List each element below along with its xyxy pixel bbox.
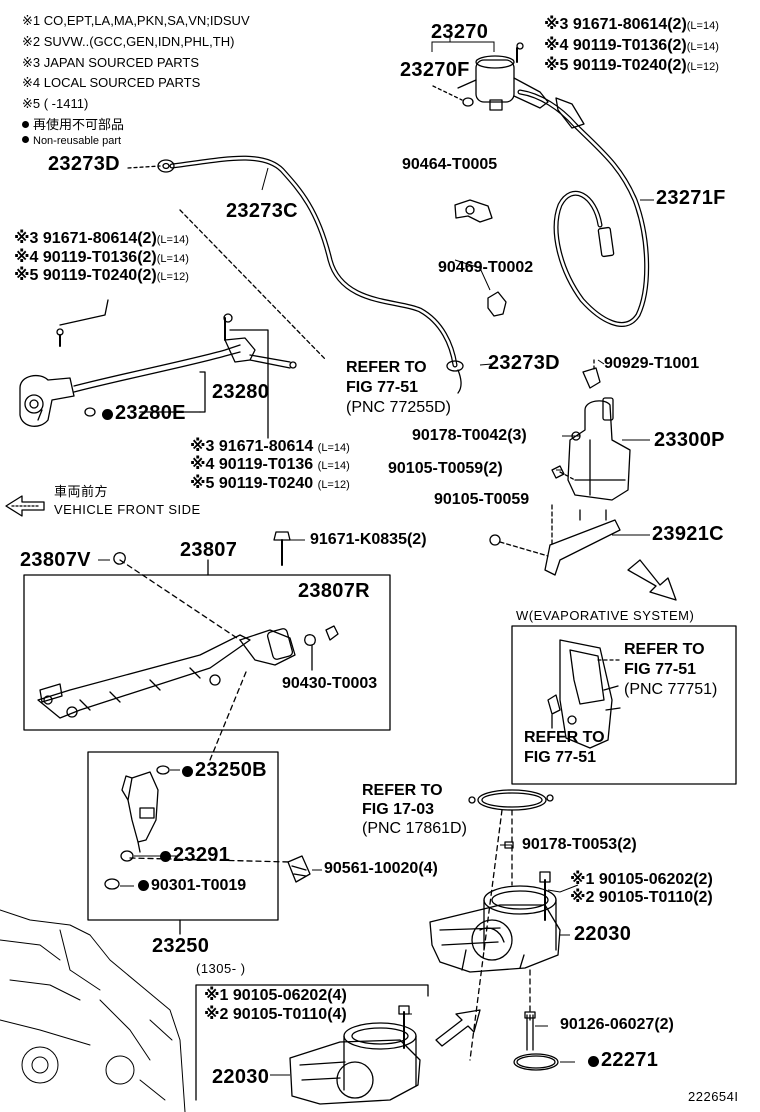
label-23291[interactable]: 23291 xyxy=(160,845,230,865)
note-non-reusable-en: Non-reusable part xyxy=(22,136,121,147)
refer-evap-line2[interactable]: FIG 77-51 xyxy=(524,749,597,766)
refer-77-51-line1: REFER TO xyxy=(346,359,427,376)
note-3: ※3 JAPAN SOURCED PARTS xyxy=(22,55,200,70)
label-23921C[interactable]: 23921C xyxy=(652,523,724,545)
label-bottom-2[interactable]: ※2 90105-T0110(4) xyxy=(204,1006,347,1023)
hose-23273C xyxy=(169,155,458,368)
label-23270F[interactable]: 23270F xyxy=(400,59,470,81)
label-mid-left-1[interactable]: ※3 91671-80614(2)(L=14) xyxy=(14,230,189,247)
label-bottom-left-2[interactable]: ※4 90119-T0136 (L=14) xyxy=(190,456,350,473)
non-reusable-dot-icon xyxy=(182,766,193,777)
note-1: ※1 CO,EPT,LA,MA,PKN,SA,VN;IDSUV xyxy=(22,13,250,28)
regulator-23280 xyxy=(19,337,297,427)
clamp-23273D-bottom xyxy=(446,360,464,372)
label-23250B[interactable]: 23250B xyxy=(182,760,267,780)
label-23273D-top[interactable]: 23273D xyxy=(48,153,120,175)
label-23807[interactable]: 23807 xyxy=(180,539,238,561)
union-90929 xyxy=(582,359,601,389)
fuel-rail xyxy=(37,628,296,719)
injector-23250 xyxy=(121,771,159,853)
non-reusable-dot-icon xyxy=(588,1056,599,1067)
label-right-2[interactable]: ※2 90105-T0110(2) xyxy=(570,889,713,906)
label-90929[interactable]: 90929-T1001 xyxy=(604,355,700,372)
label-23807V[interactable]: 23807V xyxy=(20,549,91,571)
refer-17-03-line3: (PNC 17861D) xyxy=(362,820,467,837)
refer-77-51-line3: (PNC 77255D) xyxy=(346,399,451,416)
label-top-right-2[interactable]: ※4 90119-T0136(2)(L=14) xyxy=(544,37,719,54)
label-90561[interactable]: 90561-10020(4) xyxy=(324,860,438,877)
date-range: (1305- ) xyxy=(196,961,246,976)
label-90126[interactable]: 90126-06027(2) xyxy=(560,1016,674,1033)
refer-77751-line2[interactable]: FIG 77-51 xyxy=(624,661,697,678)
label-23273C[interactable]: 23273C xyxy=(226,200,298,222)
label-23273D-bottom[interactable]: 23273D xyxy=(488,352,560,374)
label-90430[interactable]: 90430-T0003 xyxy=(282,675,378,692)
refer-77-51-line2[interactable]: FIG 77-51 xyxy=(346,379,419,396)
non-reusable-dot-icon xyxy=(138,880,149,891)
box-23250 xyxy=(87,751,279,921)
vehicle-front-jp: 車両前方 xyxy=(54,484,109,499)
label-bottom-left-3[interactable]: ※5 90119-T0240 (L=12) xyxy=(190,475,350,492)
label-23280E[interactable]: 23280E xyxy=(102,403,186,423)
label-mid-left-3[interactable]: ※5 90119-T0240(2)(L=12) xyxy=(14,267,189,284)
hose-23271F xyxy=(517,89,650,327)
throttle-body-22030-lower xyxy=(289,1022,421,1105)
label-90301[interactable]: 90301-T0019 xyxy=(138,878,246,894)
refer-17-03-line2[interactable]: FIG 17-03 xyxy=(362,801,435,818)
label-90469[interactable]: 90469-T0002 xyxy=(438,259,534,276)
label-23270[interactable]: 23270 xyxy=(431,21,489,43)
refer-evap-line1: REFER TO xyxy=(524,729,605,746)
label-right-1[interactable]: ※1 90105-06202(2) xyxy=(570,871,713,888)
non-reusable-dot-icon xyxy=(160,851,171,862)
throttle-body-22030-upper xyxy=(429,885,561,973)
label-top-right-1[interactable]: ※3 91671-80614(2)(L=14) xyxy=(544,16,719,33)
label-23250[interactable]: 23250 xyxy=(152,935,210,957)
label-mid-left-2[interactable]: ※4 90119-T0136(2)(L=14) xyxy=(14,249,189,266)
label-91671-K0835[interactable]: 91671-K0835(2) xyxy=(310,531,427,548)
label-23300P[interactable]: 23300P xyxy=(654,429,725,451)
box-23807 xyxy=(23,574,391,731)
note-5: ※5 ( -1411) xyxy=(22,96,89,111)
label-23807R[interactable]: 23807R xyxy=(298,580,370,602)
bracket-23921C xyxy=(544,509,621,576)
refer-77751-line3: (PNC 77751) xyxy=(624,681,718,698)
label-22030-upper[interactable]: 22030 xyxy=(574,923,632,945)
label-23271F[interactable]: 23271F xyxy=(656,187,726,209)
refer-17-03-line1: REFER TO xyxy=(362,782,443,799)
evap-title: W(EVAPORATIVE SYSTEM) xyxy=(516,608,695,623)
gasket-22271 xyxy=(513,1053,559,1071)
arrow-upper-right xyxy=(435,1009,481,1047)
box-evap xyxy=(511,625,737,785)
label-23280[interactable]: 23280 xyxy=(212,381,270,403)
clip-90464 xyxy=(454,199,493,223)
label-22030-lower[interactable]: 22030 xyxy=(212,1066,270,1088)
fuel-filter-23270 xyxy=(457,55,549,111)
refer-77751-line1: REFER TO xyxy=(624,641,705,658)
clip-90469 xyxy=(487,291,507,317)
vsv-23300P xyxy=(567,397,631,501)
label-90464[interactable]: 90464-T0005 xyxy=(402,156,498,173)
arrow-to-bracket xyxy=(627,559,677,601)
bullet-icon xyxy=(22,136,29,143)
label-bottom-1[interactable]: ※1 90105-06202(4) xyxy=(204,987,347,1004)
vehicle-front-en: VEHICLE FRONT SIDE xyxy=(54,502,201,517)
vehicle-front-arrow xyxy=(5,495,45,517)
note-4: ※4 LOCAL SOURCED PARTS xyxy=(22,75,201,90)
evap-canister-bracket xyxy=(547,639,621,749)
label-90105-T0059-2[interactable]: 90105-T0059(2) xyxy=(388,460,503,477)
non-reusable-dot-icon xyxy=(102,409,113,420)
note-2: ※2 SUVW..(GCC,GEN,IDN,PHL,TH) xyxy=(22,34,235,49)
figure-id: 222654I xyxy=(688,1089,739,1104)
label-90178-T0042[interactable]: 90178-T0042(3) xyxy=(412,427,527,444)
label-22271[interactable]: 22271 xyxy=(588,1050,658,1070)
engine-sketch xyxy=(0,909,186,1112)
note-non-reusable-jp: 再使用不可部品 xyxy=(22,118,124,131)
label-top-right-3[interactable]: ※5 90119-T0240(2)(L=12) xyxy=(544,57,719,74)
label-bottom-left-1[interactable]: ※3 91671-80614 (L=14) xyxy=(190,438,350,455)
label-90178-T0053[interactable]: 90178-T0053(2) xyxy=(522,836,637,853)
label-90105-T0059[interactable]: 90105-T0059 xyxy=(434,491,530,508)
bullet-icon xyxy=(22,121,29,128)
